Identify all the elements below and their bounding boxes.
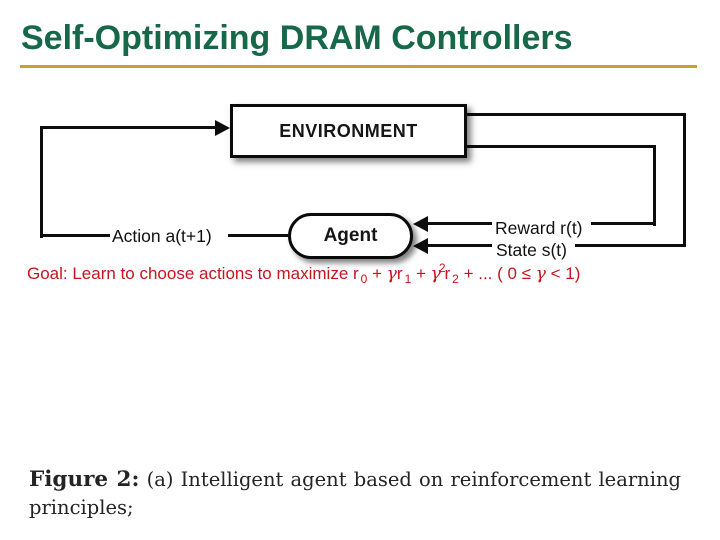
- reward-path-top-line: [464, 145, 656, 148]
- r-term: r: [444, 264, 451, 283]
- r-term: r: [396, 264, 403, 283]
- slide-title: Self-Optimizing DRAM Controllers: [21, 19, 573, 57]
- figure-caption-text: (a) Intelligent agent based on reinforce…: [146, 468, 682, 491]
- environment-box: ENVIRONMENT: [230, 104, 467, 158]
- arrowhead-state-into-agent-icon: [413, 238, 428, 254]
- arrowhead-reward-into-agent-icon: [413, 216, 428, 232]
- superscript-2: 2: [438, 261, 446, 275]
- subscript-0: 0: [360, 272, 368, 286]
- subscript-1: 1: [404, 272, 412, 286]
- plus-sign: +: [367, 264, 387, 283]
- goal-tail: + ... ( 0 ≤: [458, 264, 536, 283]
- reward-path-vertical-line: [653, 145, 656, 226]
- figure-caption-line1: Figure 2: (a) Intelligent agent based on…: [29, 466, 681, 494]
- gamma-symbol: γ: [535, 264, 546, 284]
- agent-box-label: Agent: [323, 225, 378, 246]
- reward-label: Reward r(t): [495, 218, 583, 238]
- figure-caption: Figure 2: (a) Intelligent agent based on…: [29, 466, 681, 522]
- environment-box-label: ENVIRONMENT: [279, 120, 418, 141]
- state-label: State s(t): [496, 240, 567, 260]
- reward-line-right-segment: [591, 222, 656, 225]
- figure-caption-label: Figure 2:: [29, 467, 140, 492]
- figure-caption-line2: principles;: [29, 496, 134, 519]
- action-loop-vertical-line: [40, 126, 43, 238]
- goal-text: Goal: Learn to choose actions to maximiz…: [27, 261, 580, 286]
- gamma-symbol: γ: [430, 264, 441, 284]
- state-path-top-line: [464, 113, 686, 116]
- reward-line-left-segment: [428, 222, 492, 225]
- action-line-right-segment: [228, 234, 288, 237]
- arrowhead-into-environment-icon: [215, 120, 230, 136]
- subscript-2: 2: [452, 272, 459, 286]
- title-underline: [20, 65, 697, 68]
- action-label: Action a(t+1): [112, 226, 212, 246]
- action-loop-top-line: [40, 126, 216, 129]
- action-line-left-segment: [40, 234, 110, 237]
- state-path-vertical-line: [683, 113, 686, 247]
- state-line-left-segment: [428, 244, 492, 247]
- goal-prefix: Goal: Learn to choose actions to maximiz…: [27, 264, 359, 283]
- plus-sign: +: [411, 264, 431, 283]
- rl-agent-environment-diagram: ENVIRONMENT Agent Action a(t+1) Reward r…: [40, 104, 686, 260]
- goal-end: < 1): [545, 264, 581, 283]
- state-line-right-segment: [575, 244, 686, 247]
- agent-box: Agent: [288, 213, 413, 259]
- gamma-symbol: γ: [386, 264, 397, 284]
